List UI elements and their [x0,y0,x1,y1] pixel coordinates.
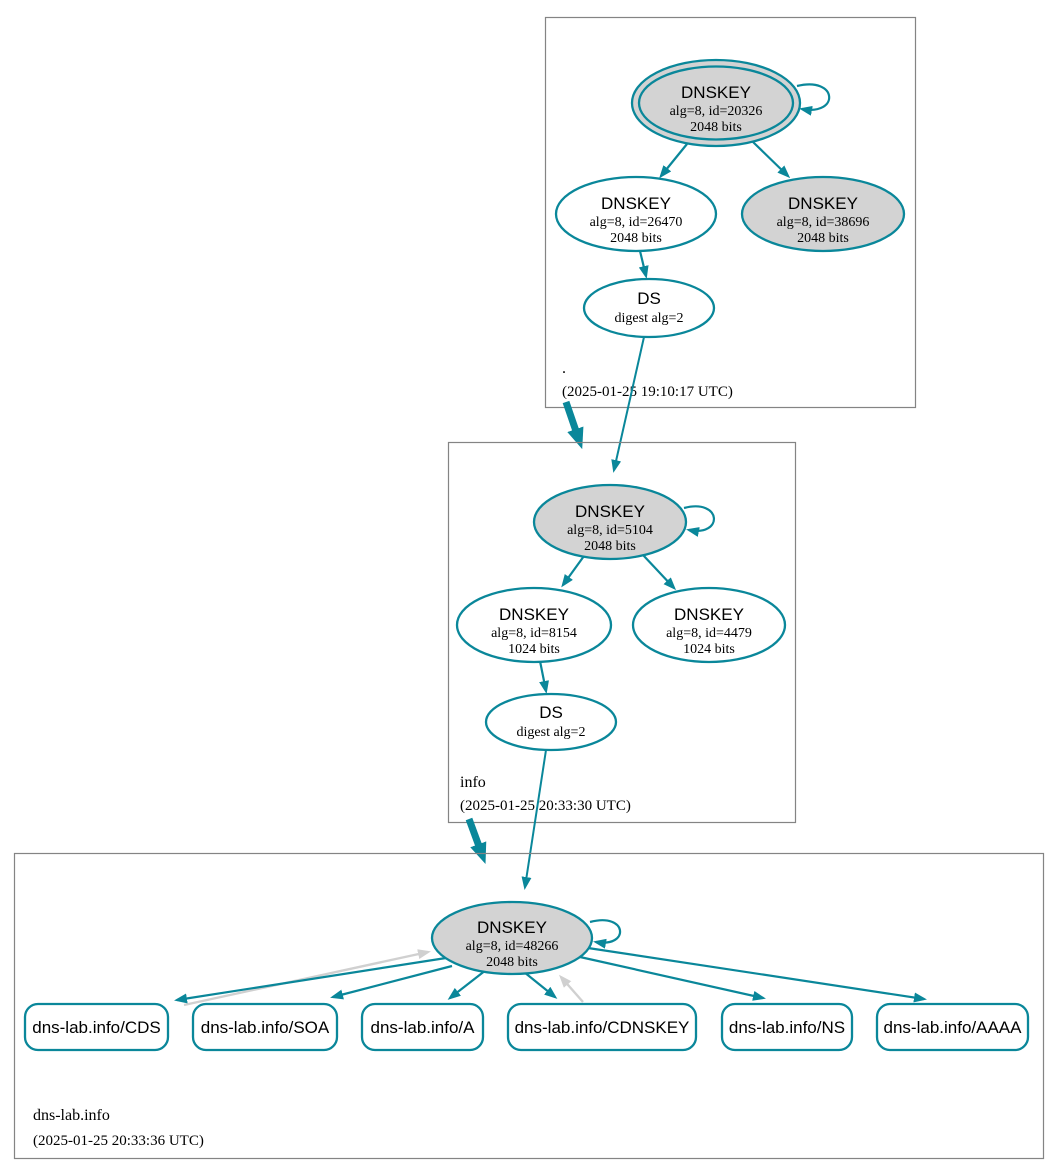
rrset-aaaa-rect[interactable] [875,1002,1030,1052]
dnskey-48266-ellipse[interactable] [430,900,594,976]
zone-name-dns-lab-info: dns-lab.info [33,1107,110,1124]
dnskey-26470-ellipse[interactable] [554,175,718,253]
rrset-cdnskey-label: dns-lab.info/CDNSKEY [515,1018,690,1037]
dnskey-5104-bits: 2048 bits [584,539,636,554]
dnskey-48266-detail: alg=8, id=48266 [466,939,559,954]
edge-self-sign-48266 [589,919,622,949]
rrset-a-rect[interactable] [360,1002,485,1052]
rrset-node-cds[interactable]: dns-lab.info/CDS [23,1002,170,1052]
dnskey-20326-bits: 2048 bits [690,120,742,135]
dnskey-20326-detail: alg=8, id=20326 [670,104,763,119]
rrset-cds-label: dns-lab.info/CDS [32,1018,161,1037]
ds-root-detail: digest alg=2 [615,311,684,326]
edge-cdnskey-to-dnskey-gray [559,974,584,1003]
ds-info-title: DS [539,703,563,722]
dnskey-26470-title: DNSKEY [601,194,671,213]
zone-info: DNSKEY alg=8, id=5104 2048 bits DNSKEY a… [447,441,797,824]
edge-dnskey-to-a [447,969,487,1000]
edge-dnskey-to-aaaa [587,946,927,1003]
edge-self-sign-20326 [796,83,831,116]
dnskey-20326-inner-ellipse [637,65,795,141]
edge-ds-info-to-ksk48266 [521,749,547,890]
dnskey-38696-detail: alg=8, id=38696 [777,215,870,230]
edge-ksk20326-to-zsk26470 [659,143,688,179]
zone-name-root: . [562,360,566,377]
rrset-cds-rect[interactable] [23,1002,170,1052]
dnskey-8154-title: DNSKEY [499,605,569,624]
dnskey-20326-outer-ellipse[interactable] [630,58,802,148]
rrset-node-ns[interactable]: dns-lab.info/NS [720,1002,854,1052]
zone-timestamp-info: (2025-01-25 20:33:30 UTC) [460,798,631,814]
dnskey-node-4479[interactable]: DNSKEY alg=8, id=4479 1024 bits [631,586,787,664]
ds-root-title: DS [637,289,661,308]
zone-root: DNSKEY alg=8, id=20326 2048 bits DNSKEY … [544,16,917,409]
zone-timestamp-root: (2025-01-25 19:10:17 UTC) [562,384,733,400]
edge-cds-to-dnskey-gray [183,949,431,1007]
rrset-node-soa[interactable]: dns-lab.info/SOA [191,1002,339,1052]
dnskey-5104-title: DNSKEY [575,502,645,521]
rrset-soa-rect[interactable] [191,1002,339,1052]
dnskey-38696-title: DNSKEY [788,194,858,213]
edge-ksk5104-to-zsk8154 [561,555,585,588]
rrset-ns-label: dns-lab.info/NS [729,1018,845,1037]
dnskey-48266-title: DNSKEY [477,918,547,937]
dnskey-26470-bits: 2048 bits [610,231,662,246]
rrset-node-cdnskey[interactable]: dns-lab.info/CDNSKEY [506,1002,698,1052]
dnskey-node-26470[interactable]: DNSKEY alg=8, id=26470 2048 bits [554,175,718,253]
edge-delegation-info-to-dns-lab [465,817,487,865]
edge-ksk20326-to-ksk38696 [752,141,791,179]
ds-info-detail: digest alg=2 [517,725,586,740]
edge-dnskey-to-cdnskey [523,971,558,999]
rrset-aaaa-label: dns-lab.info/AAAA [884,1018,1023,1037]
dnskey-8154-detail: alg=8, id=8154 [491,626,577,641]
zone-name-info: info [460,774,486,791]
edge-dnskey-to-soa [330,964,453,1000]
dnskey-8154-ellipse[interactable] [455,586,613,664]
dnskey-38696-bits: 2048 bits [797,231,849,246]
dnskey-5104-detail: alg=8, id=5104 [567,523,653,538]
edge-dnskey-to-cds [174,956,447,1004]
dnskey-node-8154[interactable]: DNSKEY alg=8, id=8154 1024 bits [455,586,613,664]
dnskey-20326-title: DNSKEY [681,83,751,102]
dnskey-4479-detail: alg=8, id=4479 [666,626,752,641]
dnskey-26470-detail: alg=8, id=26470 [590,215,683,230]
dnskey-4479-ellipse[interactable] [631,586,787,664]
dnskey-node-20326[interactable]: DNSKEY alg=8, id=20326 2048 bits [630,58,802,148]
zone-boundary-dns-lab-info [13,852,1045,1160]
dnskey-48266-bits: 2048 bits [486,955,538,970]
ds-node-root[interactable]: DS digest alg=2 [582,277,716,339]
dnskey-38696-ellipse[interactable] [740,175,906,253]
zone-timestamp-dns-lab-info: (2025-01-25 20:33:36 UTC) [33,1133,204,1149]
zone-boundary-root [544,16,917,409]
dnskey-node-5104[interactable]: DNSKEY alg=8, id=5104 2048 bits [532,483,688,561]
ds-info-ellipse[interactable] [484,692,618,752]
ds-node-info[interactable]: DS digest alg=2 [484,692,618,752]
rrset-node-a[interactable]: dns-lab.info/A [360,1002,485,1052]
edge-self-sign-5104 [683,505,715,537]
dnskey-node-48266[interactable]: DNSKEY alg=8, id=48266 2048 bits [430,900,594,976]
dnskey-8154-bits: 1024 bits [508,642,560,657]
rrset-soa-label: dns-lab.info/SOA [201,1018,330,1037]
rrset-node-aaaa[interactable]: dns-lab.info/AAAA [875,1002,1030,1052]
rrset-a-label: dns-lab.info/A [371,1018,476,1037]
edge-ds-root-to-ksk5104 [611,336,645,473]
ds-root-ellipse[interactable] [582,277,716,339]
edge-ksk5104-to-zsk4479 [642,554,677,591]
dnskey-4479-bits: 1024 bits [683,642,735,657]
zone-dns-lab-info: DNSKEY alg=8, id=48266 2048 bits dns-lab… [13,852,1045,1160]
zone-boundary-info [447,441,797,824]
dnskey-4479-title: DNSKEY [674,605,744,624]
rrset-cdnskey-rect[interactable] [506,1002,698,1052]
edge-zsk8154-to-ds [538,660,549,694]
edge-dnskey-to-ns [579,955,766,1001]
dnskey-5104-ellipse[interactable] [532,483,688,561]
edge-delegation-root-to-info [562,400,584,450]
rrset-ns-rect[interactable] [720,1002,854,1052]
edge-zsk26470-to-ds [638,250,649,279]
dnskey-node-38696[interactable]: DNSKEY alg=8, id=38696 2048 bits [740,175,906,253]
